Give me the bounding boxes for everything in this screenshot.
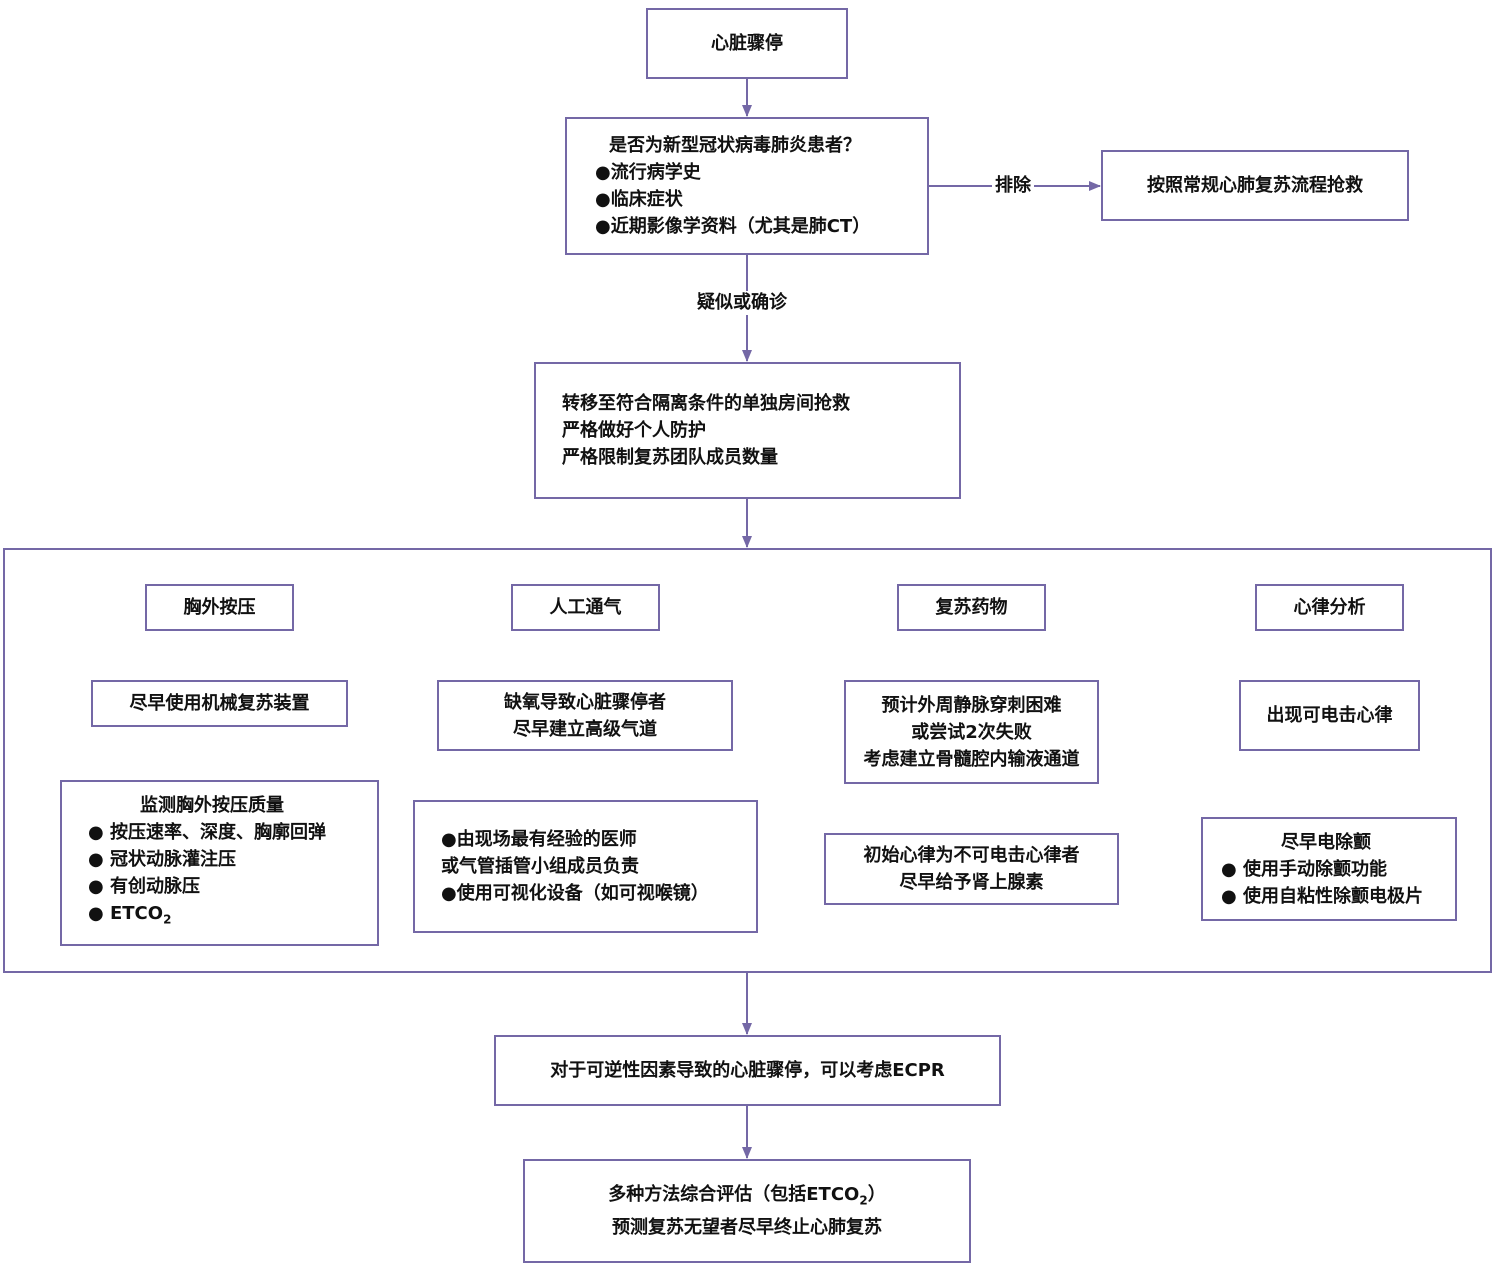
ventilation-title-box: 人工通气 bbox=[511, 584, 660, 631]
ecpr-text: 对于可逆性因素导致的心脏骤停，可以考虑ECPR bbox=[550, 1060, 945, 1081]
isolation-line: 严格做好个人防护 bbox=[562, 420, 706, 441]
compression-monitor-item-etco2: ● ETCO2 bbox=[88, 900, 377, 934]
suspect-label: 疑似或确诊 bbox=[694, 291, 790, 315]
drugs-step2-line: 尽早给予肾上腺素 bbox=[899, 872, 1044, 893]
etco2-subscript: 2 bbox=[163, 912, 172, 927]
defib-box: 尽早电除颤 ● 使用手动除颤功能 ● 使用自粘性除颤电极片 bbox=[1201, 817, 1457, 921]
compression-monitor-item: ● 按压速率、深度、胸廓回弹 bbox=[88, 822, 326, 844]
final-line2: 预测复苏无望者尽早终止心肺复苏 bbox=[612, 1217, 882, 1239]
ventilation-title: 人工通气 bbox=[549, 597, 622, 618]
isolation-box: 转移至符合隔离条件的单独房间抢救 严格做好个人防护 严格限制复苏团队成员数量 bbox=[534, 362, 961, 499]
drugs-step1-box: 预计外周静脉穿刺困难 或尝试2次失败 考虑建立骨髓腔内输液通道 bbox=[844, 680, 1099, 784]
isolation-line: 严格限制复苏团队成员数量 bbox=[562, 447, 778, 468]
compression-step1-text: 尽早使用机械复苏装置 bbox=[129, 693, 310, 714]
ecpr-box: 对于可逆性因素导致的心脏骤停，可以考虑ECPR bbox=[494, 1035, 1001, 1106]
final-line1-suffix: ） bbox=[867, 1183, 886, 1205]
ventilation-step2-box: ●由现场最有经验的医师 或气管插管小组成员负责 ●使用可视化设备（如可视喉镜） bbox=[413, 800, 758, 933]
final-line1: 多种方法综合评估（包括ETCO2） bbox=[608, 1181, 885, 1215]
compression-title-box: 胸外按压 bbox=[145, 584, 294, 631]
exclude-label: 排除 bbox=[992, 174, 1034, 198]
ventilation-step2-line: ●使用可视化设备（如可视喉镜） bbox=[441, 883, 709, 904]
compression-monitor-item: ● 冠状动脉灌注压 bbox=[88, 849, 236, 871]
ventilation-step2-line: 或气管插管小组成员负责 bbox=[441, 856, 639, 877]
drugs-step1-line: 考虑建立骨髓腔内输液通道 bbox=[863, 748, 1080, 770]
screening-item: ●近期影像学资料（尤其是肺CT） bbox=[595, 216, 871, 237]
compression-monitor-box: 监测胸外按压质量 ● 按压速率、深度、胸廓回弹 ● 冠状动脉灌注压 ● 有创动脉… bbox=[60, 780, 379, 946]
rhythm-title-box: 心律分析 bbox=[1255, 584, 1404, 631]
drugs-step2-line: 初始心律为不可电击心律者 bbox=[863, 845, 1080, 866]
defib-title: 尽早电除颤 bbox=[1281, 831, 1371, 853]
start-box: 心脏骤停 bbox=[646, 8, 848, 79]
routine-cpr-box: 按照常规心肺复苏流程抢救 bbox=[1101, 150, 1409, 221]
defib-item: ● 使用手动除颤功能 bbox=[1221, 858, 1387, 880]
drugs-step1-line: 预计外周静脉穿刺困难 bbox=[881, 694, 1062, 716]
screening-box: 是否为新型冠状病毒肺炎患者？ ●流行病学史 ●临床症状 ●近期影像学资料（尤其是… bbox=[565, 117, 929, 255]
compression-step1-box: 尽早使用机械复苏装置 bbox=[91, 680, 348, 727]
routine-cpr-text: 按照常规心肺复苏流程抢救 bbox=[1147, 175, 1363, 196]
ventilation-step1-line: 缺氧导致心脏骤停者 bbox=[504, 691, 666, 713]
rhythm-step1-text: 出现可电击心律 bbox=[1266, 705, 1393, 726]
drugs-title-box: 复苏药物 bbox=[897, 584, 1046, 631]
compression-title: 胸外按压 bbox=[183, 597, 256, 618]
screening-question: 是否为新型冠状病毒肺炎患者？ bbox=[609, 135, 861, 156]
compression-monitor-item: ● 有创动脉压 bbox=[88, 876, 200, 898]
rhythm-title: 心律分析 bbox=[1293, 597, 1366, 618]
isolation-line: 转移至符合隔离条件的单独房间抢救 bbox=[562, 393, 850, 414]
etco2-text: ● ETCO bbox=[88, 903, 164, 925]
compression-monitor-title: 监测胸外按压质量 bbox=[140, 795, 284, 817]
rhythm-step1-box: 出现可电击心律 bbox=[1239, 680, 1420, 751]
final-box: 多种方法综合评估（包括ETCO2） 预测复苏无望者尽早终止心肺复苏 bbox=[523, 1159, 971, 1263]
screening-item: ●临床症状 bbox=[595, 189, 683, 210]
drugs-step1-line: 或尝试2次失败 bbox=[911, 721, 1032, 743]
screening-item: ●流行病学史 bbox=[595, 162, 701, 183]
ventilation-step1-line: 尽早建立高级气道 bbox=[513, 718, 657, 740]
ventilation-step1-box: 缺氧导致心脏骤停者 尽早建立高级气道 bbox=[437, 680, 733, 751]
drugs-title: 复苏药物 bbox=[935, 597, 1008, 618]
final-line1-subscript: 2 bbox=[859, 1193, 868, 1208]
ventilation-step2-line: ●由现场最有经验的医师 bbox=[441, 829, 637, 850]
defib-item: ● 使用自粘性除颤电极片 bbox=[1221, 885, 1423, 907]
drugs-step2-box: 初始心律为不可电击心律者 尽早给予肾上腺素 bbox=[824, 833, 1119, 905]
final-line1-text: 多种方法综合评估（包括ETCO bbox=[608, 1183, 860, 1205]
start-text: 心脏骤停 bbox=[711, 33, 783, 54]
